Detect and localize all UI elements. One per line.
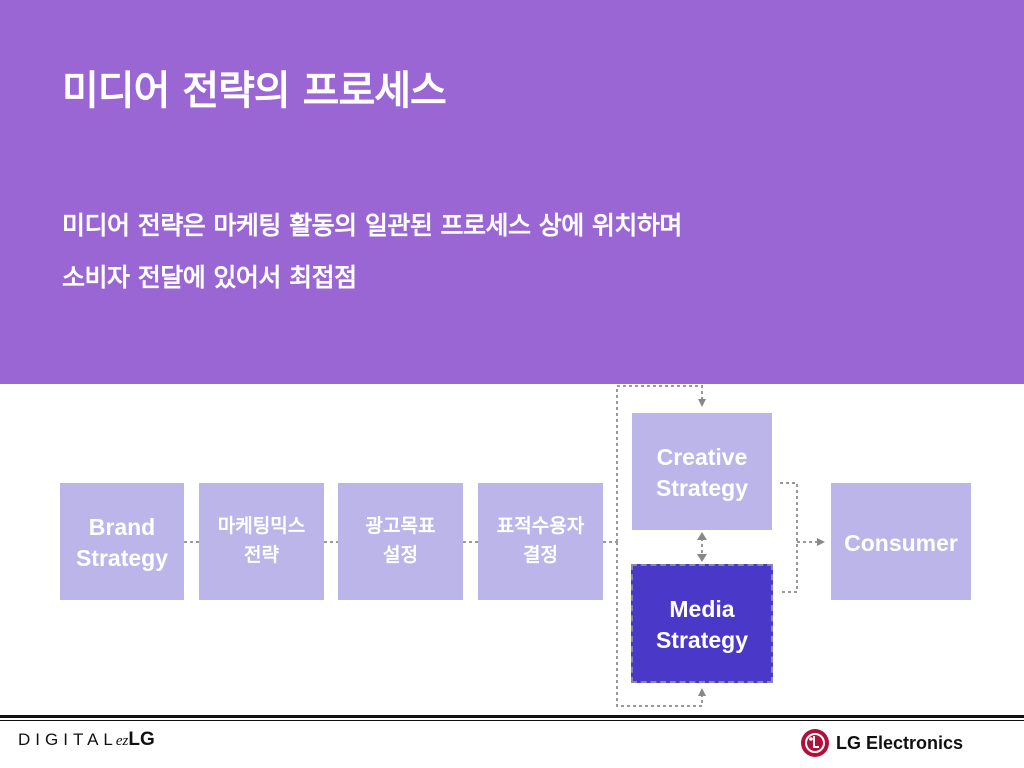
lg-logo-icon <box>801 729 829 757</box>
node-creative-strategy: Creative Strategy <box>632 413 772 530</box>
company-name: LG Electronics <box>836 732 964 753</box>
edge-loop-bottom <box>616 542 706 707</box>
node-consumer: Consumer <box>831 483 971 600</box>
footer-rule-thin <box>0 720 1024 721</box>
node-label: 마케팅믹스 전략 <box>217 515 306 566</box>
logo-digital-text: DIGITAL <box>18 730 118 749</box>
node-target-audience: 표적수용자 결정 <box>478 483 603 600</box>
node-label: Brand Strategy <box>75 514 169 571</box>
node-brand-strategy: Brand Strategy <box>60 483 184 600</box>
node-label: Media Strategy <box>655 596 749 653</box>
logo-ez-text: ez <box>115 733 129 749</box>
arrowhead-down <box>697 554 707 562</box>
node-label: Consumer <box>844 530 958 556</box>
edge-creative-consumer <box>780 482 798 593</box>
subtitle-line-1: 미디어 전략은 마케팅 활동의 일관된 프로세스 상에 위치하며 <box>62 211 682 240</box>
node-ad-goal: 광고목표 설정 <box>338 483 463 600</box>
slide-subtitle: 미디어 전략은 마케팅 활동의 일관된 프로세스 상에 위치하며 소비자 전달에… <box>62 200 682 304</box>
arrowhead-up <box>697 532 707 540</box>
edge-loop-top <box>616 385 706 542</box>
node-media-strategy: Media Strategy <box>631 564 773 683</box>
lg-electronics-logo: LG Electronics <box>800 728 963 758</box>
node-label: Creative Strategy <box>655 444 749 501</box>
node-label: 표적수용자 결정 <box>496 515 585 566</box>
digital-ez-lg-logo: DIGITALezLG <box>18 729 155 751</box>
node-label: 광고목표 설정 <box>365 515 436 566</box>
node-marketing-mix: 마케팅믹스 전략 <box>199 483 324 600</box>
footer-rule-thick <box>0 715 1024 718</box>
header-band <box>0 0 1024 384</box>
logo-lg-text: LG <box>128 729 155 750</box>
subtitle-line-2: 소비자 전달에 있어서 최접점 <box>62 263 357 292</box>
slide-title: 미디어 전략의 프로세스 <box>62 68 447 114</box>
